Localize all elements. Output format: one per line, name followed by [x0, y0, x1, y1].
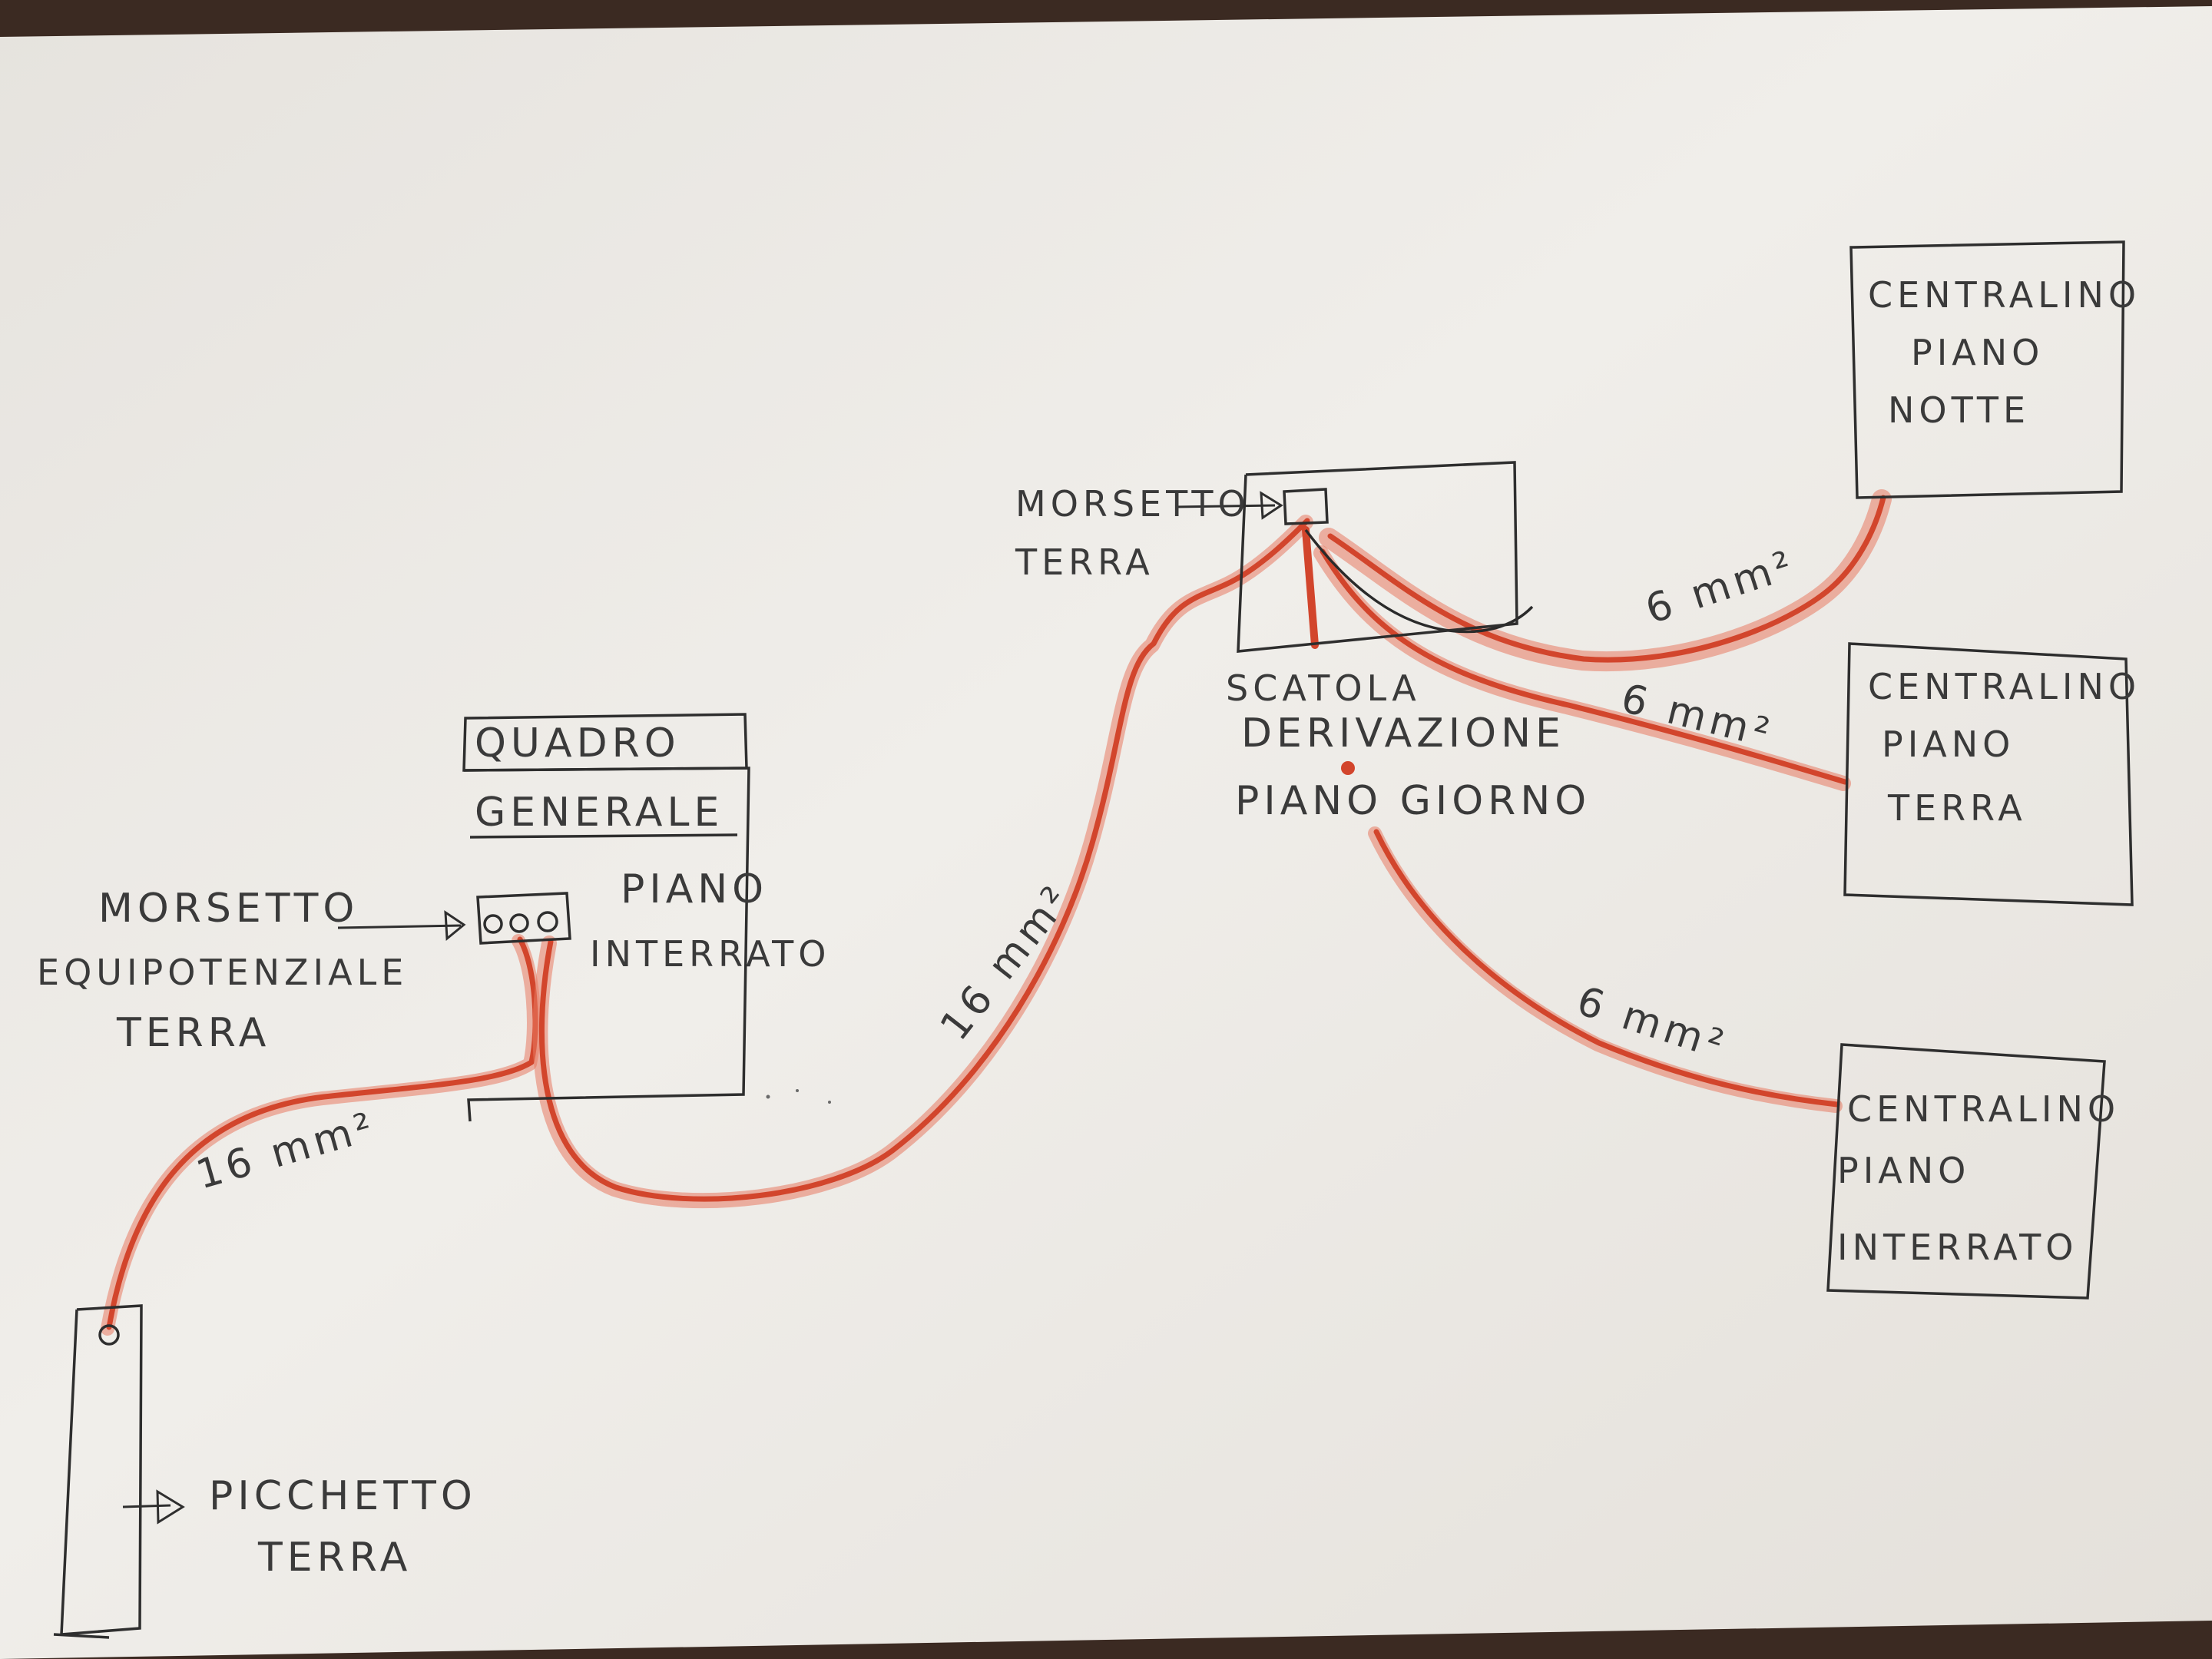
centralino-interrato-line2: PIANO — [1837, 1150, 1970, 1191]
picchetto-terra — [53, 1304, 185, 1639]
centralino-terra-line1: CENTRALINO — [1868, 666, 2141, 707]
cable-label-to-interrato: 6 mm² — [1571, 978, 1733, 1069]
cable-scatola-notte-core — [1327, 495, 1886, 663]
centralino-interrato-line3: INTERRATO — [1837, 1227, 2078, 1268]
cable-label-picchetto-quadro: 16 mm² — [191, 1103, 382, 1198]
label-scatola-line2: DERIVAZIONE — [1241, 710, 1565, 757]
label-morsetto-equi-line3: TERRA — [116, 1010, 270, 1056]
scatola-derivazione — [1237, 461, 1518, 653]
centralino-terra-line3: TERRA — [1887, 787, 2027, 829]
label-picchetto-line1: PICCHETTO — [209, 1473, 477, 1519]
label-morsetto-terra-line2: TERRA — [1015, 541, 1154, 583]
centralino-notte-line2: PIANO — [1911, 332, 2044, 373]
quadro-box-body — [463, 767, 750, 1122]
picchetto-rod — [60, 1304, 143, 1636]
ink-dot — [1341, 761, 1355, 775]
quadro-title-line2: GENERALE — [475, 790, 724, 836]
label-scatola-line3: PIANO GIORNO — [1235, 778, 1591, 824]
cable-quadro-scatola — [532, 515, 1313, 1209]
morsetto-equipotenziale — [476, 892, 571, 945]
red-cables — [101, 489, 1892, 1336]
label-morsetto-terra-line1: MORSETTO — [1015, 483, 1250, 525]
arrow-morsetto-equipotenziale — [337, 910, 466, 942]
cable-quadro-scatola-core — [538, 518, 1310, 1202]
quadro-generale: QUADRO GENERALE PIANO INTERRATO — [462, 713, 830, 1122]
cable-scatola-stub — [1302, 526, 1319, 649]
quadro-subtitle-line2: INTERRATO — [590, 933, 830, 975]
scatola-box — [1237, 461, 1518, 653]
centralino-piano-notte: CENTRALINO PIANO NOTTE — [1849, 240, 2141, 499]
centralino-notte-line3: NOTTE — [1888, 389, 2030, 431]
centralino-interrato-line1: CENTRALINO — [1847, 1088, 2120, 1130]
morsetto-terra-block — [1283, 488, 1329, 525]
cable-scatola-interrato-core — [1373, 829, 1840, 1108]
label-picchetto-line2: TERRA — [257, 1535, 412, 1581]
label-morsetto-equi-line1: MORSETTO — [98, 886, 359, 932]
pencil-specks — [766, 1089, 831, 1104]
centralino-piano-terra: CENTRALINO PIANO TERRA — [1843, 642, 2141, 906]
quadro-subtitle-line1: PIANO — [621, 866, 768, 912]
centralino-piano-interrato: CENTRALINO PIANO INTERRATO — [1826, 1043, 2120, 1300]
centralino-terra-line2: PIANO — [1882, 724, 2015, 765]
label-morsetto-equi-line2: EQUIPOTENZIALE — [37, 952, 408, 993]
cable-scatola-terra-core — [1320, 548, 1848, 785]
label-scatola-line1: SCATOLA — [1226, 667, 1421, 709]
quadro-title-line1: QUADRO — [475, 720, 680, 767]
centralino-notte-line1: CENTRALINO — [1868, 274, 2141, 316]
arrow-morsetto-terra — [1174, 491, 1283, 520]
cable-scatola-interrato — [1368, 826, 1843, 1113]
